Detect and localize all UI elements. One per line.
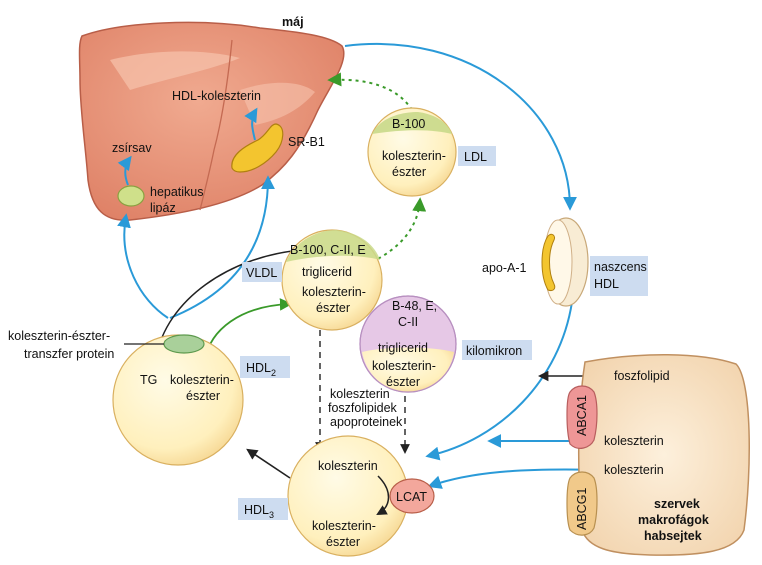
hepatic-lipase-label: lipáz: [150, 201, 176, 215]
tissue-cholesterol-label: koleszterin: [604, 434, 664, 448]
abcg1-label: ABCG1: [575, 488, 589, 530]
arrow-ldl-to-liver: [327, 72, 413, 111]
chylomicron-apo-label: C-II: [398, 315, 418, 329]
vldl-apo-label: B-100, C-II, E: [290, 243, 366, 257]
hdl3-tag: HDL3: [244, 503, 274, 520]
ldl-apo-label: B-100: [392, 117, 425, 131]
arrow-liver-to-nascent-hdl: [344, 43, 577, 211]
tissue-label: szervek: [654, 497, 700, 511]
hdl3-particle: koleszterin koleszterin- észter LCAT HDL…: [238, 435, 435, 557]
abca1-transporter: [566, 385, 598, 449]
chylomicron-tg-label: triglicerid: [378, 341, 428, 355]
sr-b1-receptor: [231, 123, 284, 173]
ldl-core-label: észter: [392, 165, 426, 179]
chylomicron-ester-label: koleszterin-: [372, 359, 436, 373]
cetp-label-line: transzfer protein: [24, 347, 114, 361]
arrow-cholesterol-abcg1: [427, 468, 601, 489]
liver: máj HDL-koleszterin zsírsav SR-B1 hepati…: [78, 15, 345, 221]
liver-lobe-fissure: [199, 39, 233, 211]
nascent-hdl-tag: naszcens: [594, 260, 647, 274]
tg-label: TG: [140, 373, 157, 387]
cetp-label-line: koleszterin-észter-: [8, 329, 110, 343]
hdl2-particle: TG koleszterin- észter HDL2: [112, 334, 290, 466]
apo-a1-protein: [541, 233, 556, 291]
transfer-label: koleszterin foszfolipidek apoproteinek: [328, 387, 403, 429]
hepatic-lipase-label: hepatikus: [150, 185, 204, 199]
transfer-label-line: foszfolipidek: [328, 401, 398, 415]
transfer-label-line: apoproteinek: [330, 415, 403, 429]
tissue-label: makrofágok: [638, 513, 709, 527]
arrow-nascent-hdl-to-lcat: [425, 301, 573, 461]
lcat-enzyme: [389, 478, 435, 514]
tissue-cholesterol-label: koleszterin: [604, 463, 664, 477]
ldl-core-label: koleszterin-: [382, 149, 446, 163]
hepatic-lipase-enzyme: [117, 185, 145, 207]
ldl-particle: B-100 koleszterin- észter LDL: [367, 107, 496, 197]
nascent-hdl-tag: HDL: [594, 277, 619, 291]
fatty-acid-label: zsírsav: [112, 141, 152, 155]
sr-b1-label: SR-B1: [288, 135, 325, 149]
hdl2-core-label: észter: [186, 389, 220, 403]
peripheral-tissue: ABCA1 ABCG1 foszfolipid koleszterin kole…: [566, 353, 750, 556]
hdl2-core-label: koleszterin-: [170, 373, 234, 387]
lcat-label: LCAT: [396, 490, 427, 504]
ldl-tag: LDL: [464, 150, 487, 164]
phospholipid-label: foszfolipid: [614, 369, 670, 383]
vldl-ester-label: koleszterin-: [302, 285, 366, 299]
hdl3-ester-label: észter: [326, 535, 360, 549]
cetp-label: koleszterin-észter- transzfer protein: [8, 329, 164, 361]
abcg1-transporter: [566, 471, 598, 536]
liver-shape: [78, 21, 345, 221]
abca1-label: ABCA1: [575, 395, 589, 436]
liver-title: máj: [282, 15, 304, 29]
liver-highlight: [110, 51, 240, 90]
cetp-protein: [163, 334, 205, 354]
arrow-hdl2-to-sr-b1: [169, 175, 275, 319]
arrow-fatty-acid: [117, 155, 132, 186]
hdl3-cholesterol-label: koleszterin: [318, 459, 378, 473]
arrow-hdl2-to-lipase: [117, 213, 169, 319]
chylomicron-ester-label: észter: [386, 375, 420, 389]
chylomicron-tag: kilomikron: [466, 344, 522, 358]
hdl3-ester-label: koleszterin-: [312, 519, 376, 533]
lcat-reaction-arrow: [376, 475, 390, 516]
chylomicron-apo-label: B-48, E,: [392, 299, 437, 313]
vldl-ester-label: észter: [316, 301, 350, 315]
vldl-tg-label: triglicerid: [302, 265, 352, 279]
chylomicron-particle: B-48, E, C-II triglicerid koleszterin- é…: [359, 295, 532, 393]
arrow-vldl-to-ldl: [371, 197, 427, 263]
vldl-particle: B-100, C-II, E triglicerid koleszterin- …: [242, 229, 383, 331]
tissue-label: habsejtek: [644, 529, 702, 543]
transfer-label-line: koleszterin: [330, 387, 390, 401]
apo-a1-label: apo-A-1: [482, 261, 527, 275]
liver-highlight: [240, 82, 315, 125]
arrow-hdl-cholesterol-uptake: [244, 107, 258, 141]
hdl2-tag: HDL2: [246, 361, 276, 378]
vldl-tag: VLDL: [246, 266, 277, 280]
nascent-hdl-particle: apo-A-1 naszcens HDL: [482, 217, 648, 307]
arrow-hdl3-to-hdl2: [246, 448, 291, 479]
hdl-cholesterol-label: HDL-koleszterin: [172, 89, 261, 103]
